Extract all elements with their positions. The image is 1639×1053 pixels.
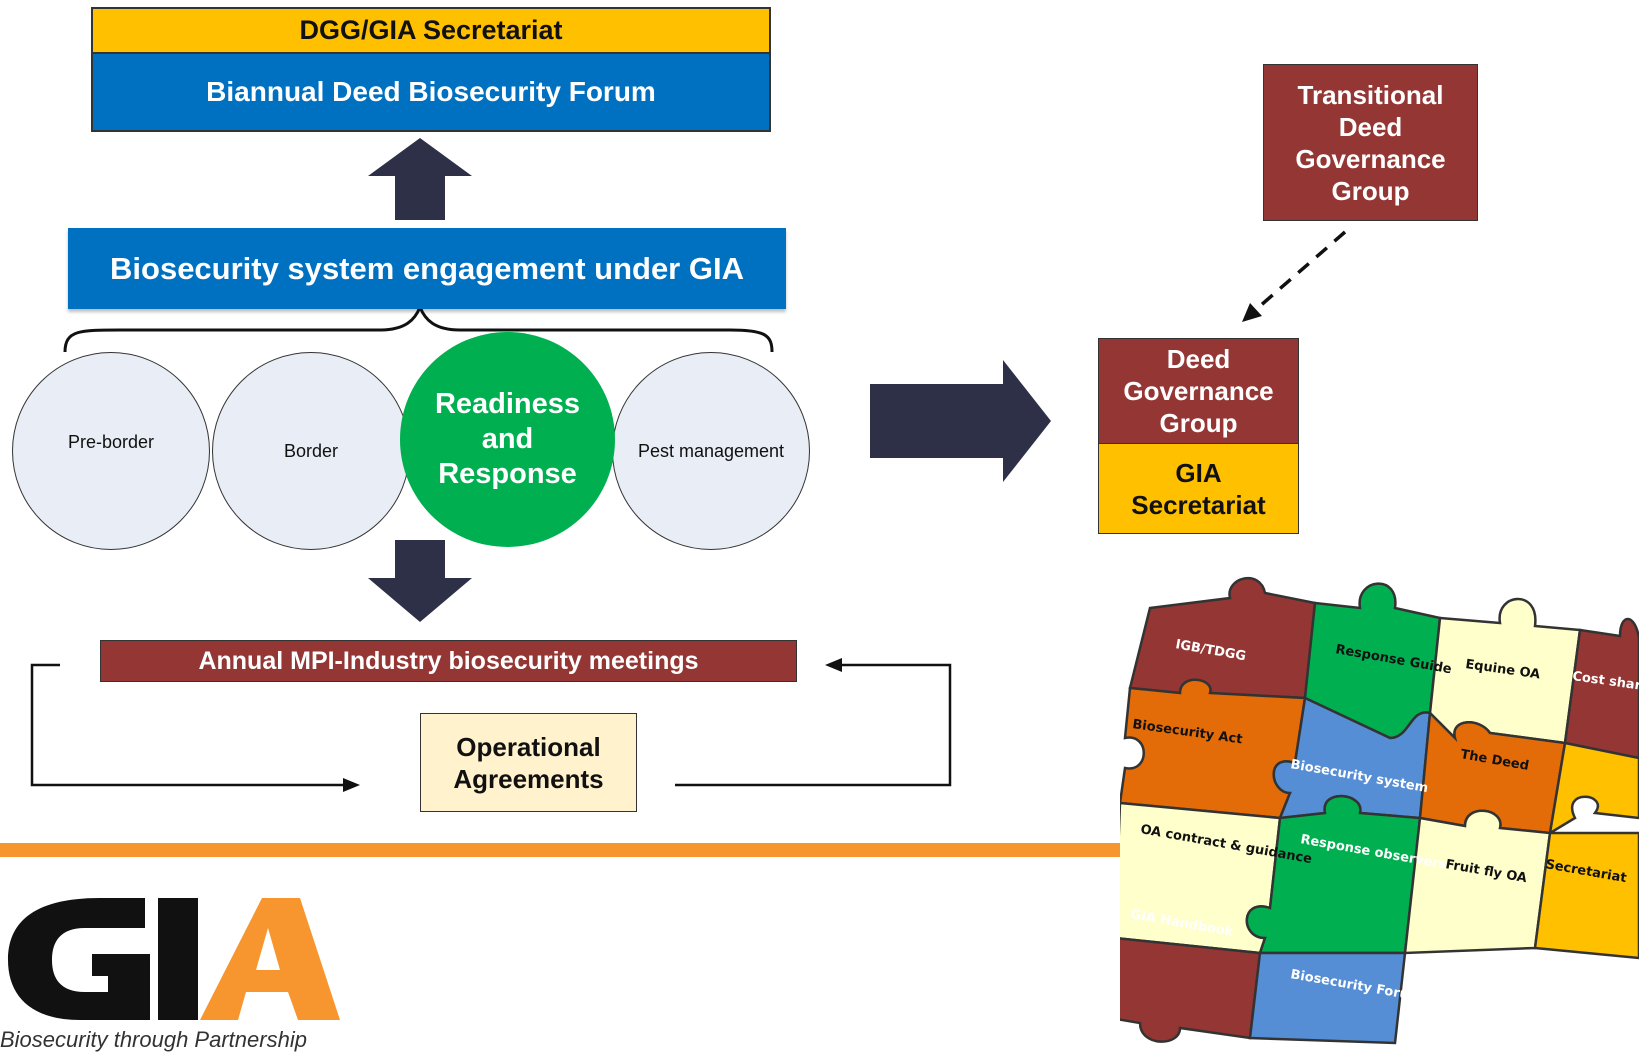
gia-secretariat-line-2: Secretariat: [1131, 489, 1266, 520]
readiness-line-1: Readiness: [434, 388, 581, 420]
transitional-line-3: Governance: [1295, 143, 1446, 174]
transitional-line-1: Transitional: [1297, 79, 1444, 110]
loop-right-arrowhead-icon: [825, 658, 842, 672]
biannual-forum-box: Biannual Deed Biosecurity Forum: [91, 54, 771, 132]
up-arrow-icon: [368, 138, 472, 220]
gia-secretariat-box: GIA Secretariat: [1098, 443, 1299, 534]
circle-border: Border: [212, 352, 410, 550]
annual-meetings-label: Annual MPI-Industry biosecurity meetings: [198, 646, 699, 675]
operational-agreements-box: Operational Agreements: [420, 713, 637, 812]
loop-left-arrowhead-icon: [343, 778, 360, 792]
loop-right-line: [675, 663, 952, 787]
gia-secretariat-line-1: GIA: [1175, 457, 1222, 488]
dashed-connector: [1250, 230, 1347, 315]
biannual-forum-label: Biannual Deed Biosecurity Forum: [206, 76, 656, 107]
right-arrow-icon: [870, 360, 1051, 482]
circle-pest-management: Pest management: [612, 352, 810, 550]
puzzle-piece-gia-handbook: [1120, 937, 1262, 1043]
circle-readiness-response: Readiness and Response: [400, 332, 615, 547]
engagement-label: Biosecurity system engagement under GIA: [110, 250, 744, 286]
transitional-governance-group-box: Transitional Deed Governance Group: [1263, 64, 1478, 221]
deed-group-line-1: Deed: [1166, 344, 1231, 374]
pre-border-label: Pre-border: [67, 431, 155, 452]
puzzle-piece-fruit-fly-oa: [1403, 809, 1552, 955]
deed-group-line-2: Governance: [1123, 376, 1274, 406]
readiness-line-3: Response: [438, 458, 577, 490]
annual-meetings-box: Annual MPI-Industry biosecurity meetings: [100, 640, 797, 682]
loop-left-line: [30, 663, 345, 787]
brace: [63, 302, 774, 353]
puzzle-piece-secretariat: [1533, 741, 1639, 960]
transitional-line-4: Group: [1331, 175, 1410, 206]
border-label: Border: [283, 440, 339, 461]
operational-line-1: Operational: [456, 731, 601, 762]
circle-pre-border: Pre-border: [12, 352, 210, 550]
puzzle-piece-cost-shares: [1563, 617, 1639, 760]
deed-governance-group-box: Deed Governance Group: [1098, 338, 1299, 444]
deed-group-line-3: Group: [1159, 408, 1238, 438]
gia-logo-tagline: Biosecurity through Partnership: [0, 1027, 307, 1052]
operational-line-2: Agreements: [453, 763, 604, 794]
pest-management-label: Pest management: [637, 440, 785, 461]
dgg-gia-secretariat-label: DGG/GIA Secretariat: [299, 15, 563, 45]
puzzle-piece-biosecurity-forums: [1248, 951, 1407, 1045]
orange-divider-band: [0, 843, 1180, 857]
dgg-gia-secretariat-box: DGG/GIA Secretariat: [91, 7, 771, 54]
transitional-line-2: Deed: [1338, 111, 1403, 142]
engagement-bar: Biosecurity system engagement under GIA: [68, 228, 786, 309]
dashed-arrowhead-icon: [1242, 303, 1262, 322]
gia-logo-icon: [8, 898, 340, 1020]
readiness-line-2: and: [481, 423, 534, 455]
puzzle-illustration: IGB/TDGG Response Guide Equine OA Cost s…: [1120, 576, 1639, 1045]
puzzle-piece-igb-tdgg: [1128, 576, 1317, 700]
puzzle-piece-biosecurity-act: [1120, 678, 1307, 820]
down-arrow-icon: [368, 540, 472, 622]
